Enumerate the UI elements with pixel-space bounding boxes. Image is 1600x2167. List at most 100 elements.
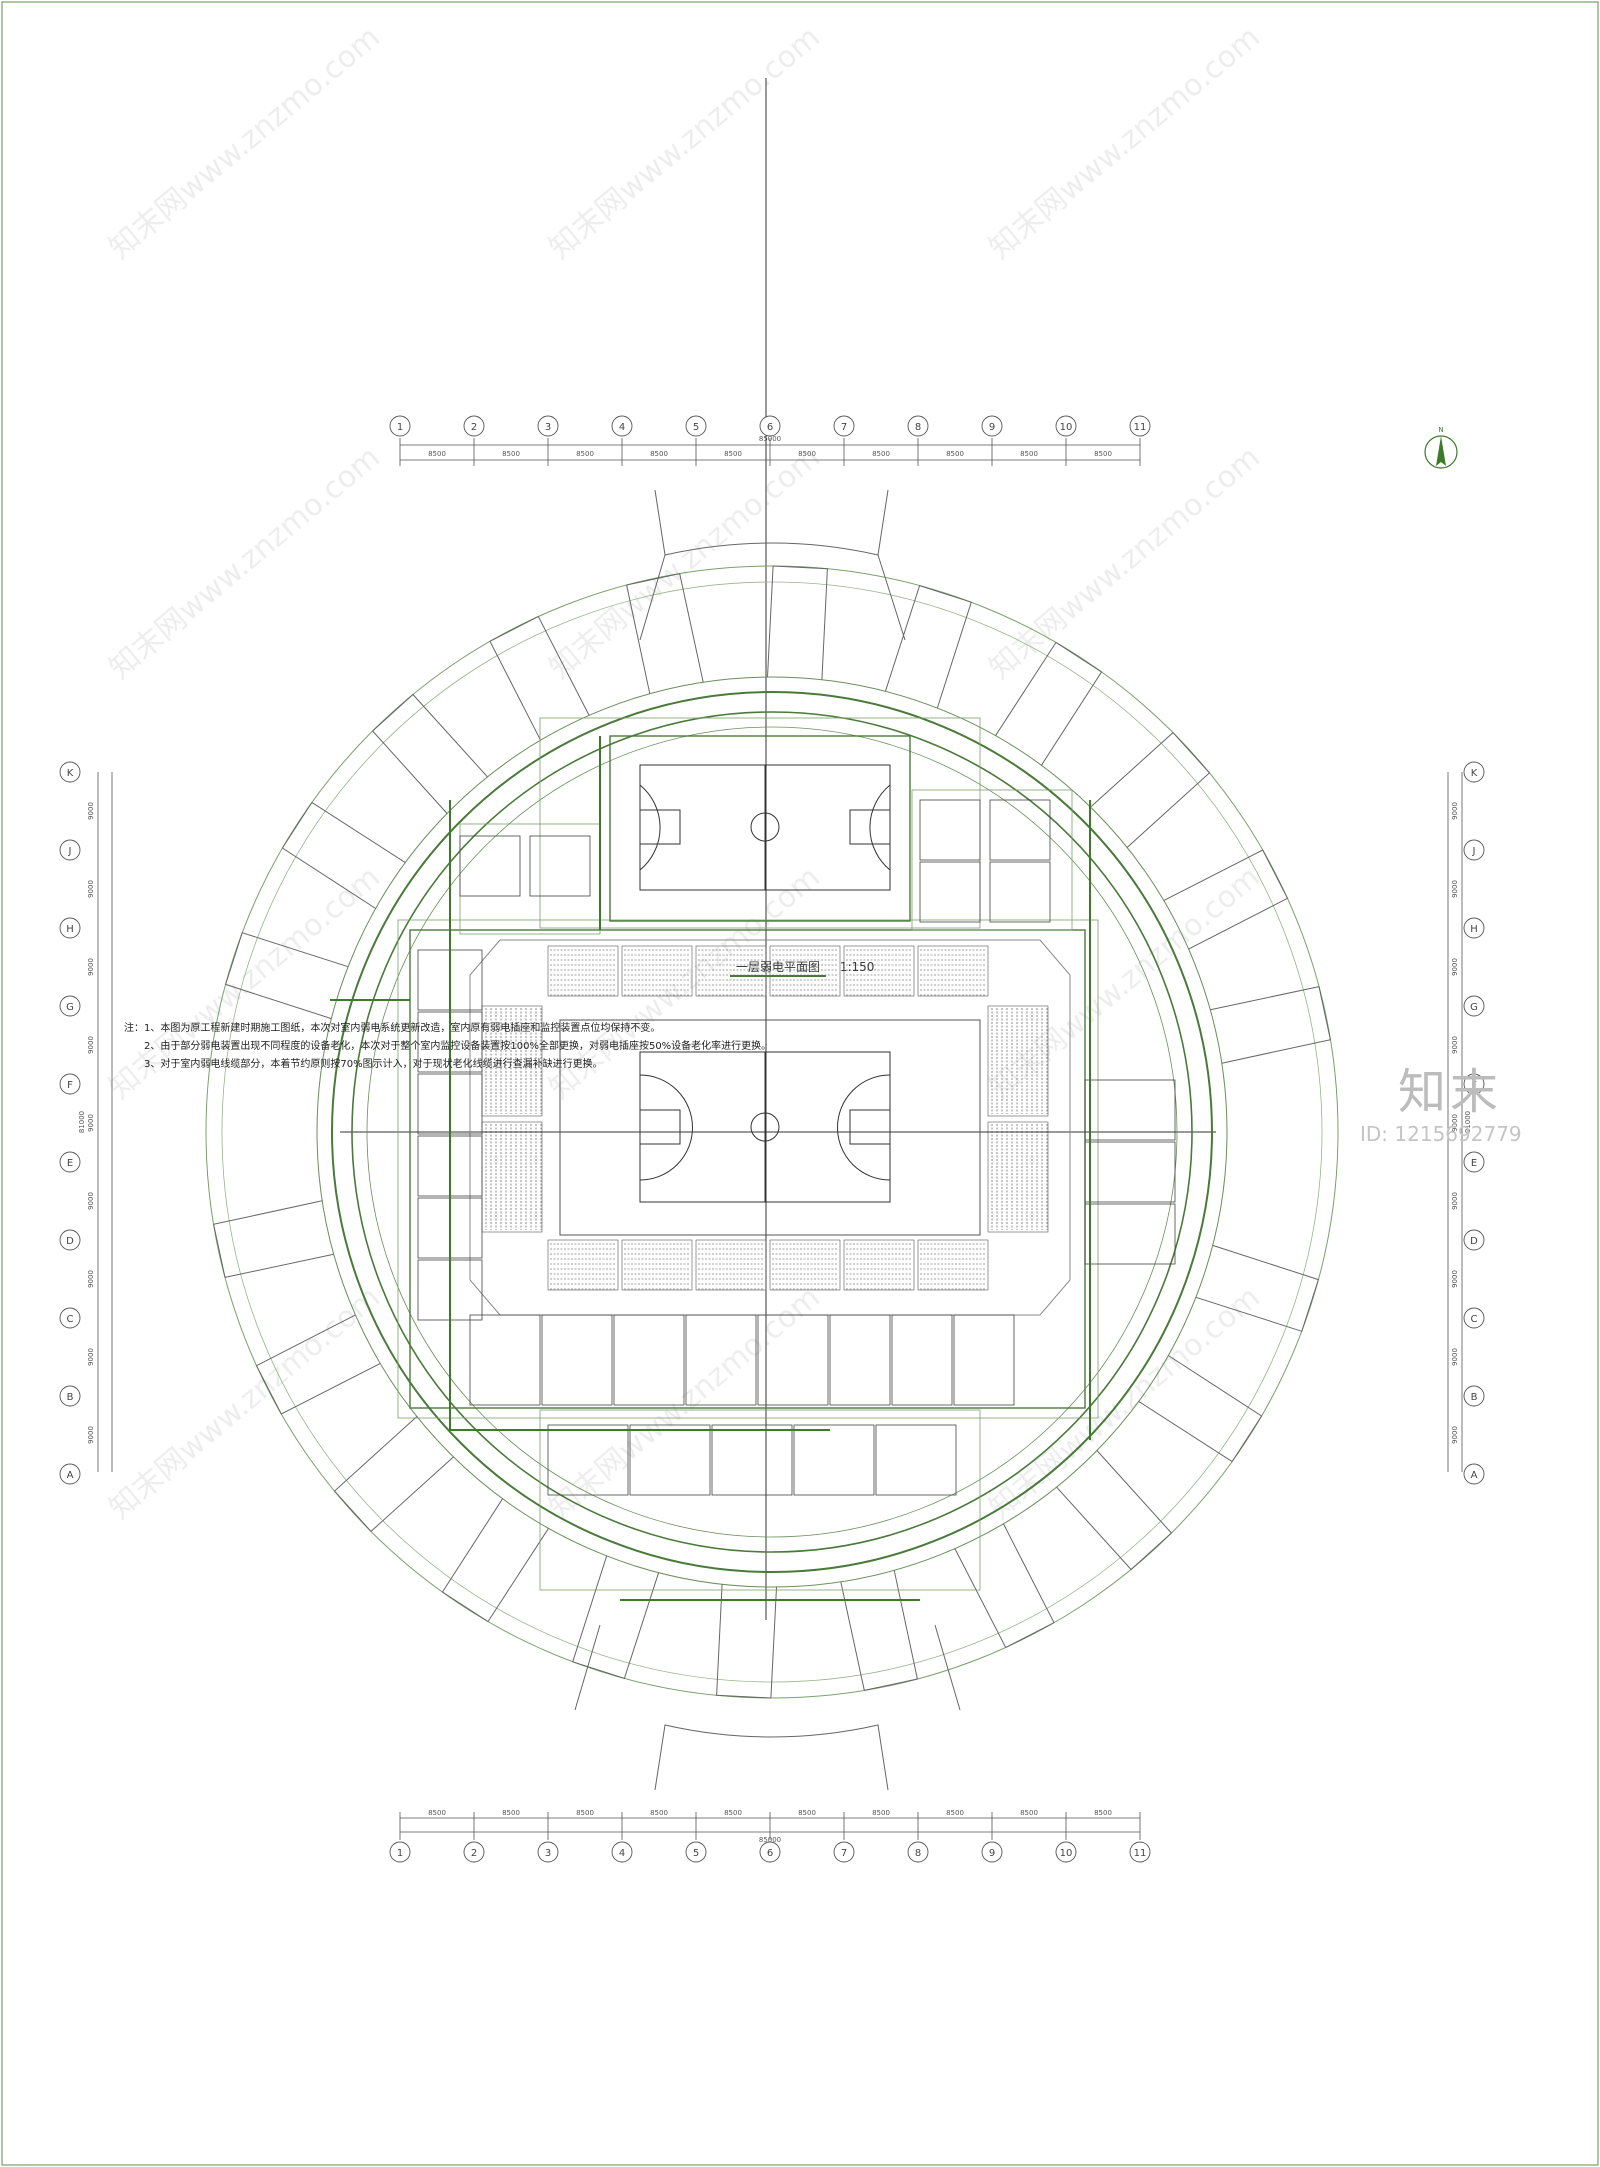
bleacher-block [917, 1239, 989, 1291]
bleacher-block [547, 945, 619, 997]
bleacher-block [843, 945, 915, 997]
grid-column-bubble: 10 [1055, 415, 1077, 437]
perimeter-buttress [995, 641, 1103, 766]
grid-row-bubble: B [59, 1385, 81, 1407]
column-spacing-label: 8500 [576, 1809, 594, 1817]
watermark-text: 知末网www.znzmo.com [983, 1280, 1267, 1526]
watermark-text: 知末网www.znzmo.com [983, 20, 1267, 266]
svg-text:10: 10 [1060, 1848, 1073, 1859]
grid-row-bubble: D [1463, 1229, 1485, 1251]
bleacher-block [917, 945, 989, 997]
row-spacing-label: 9000 [87, 1426, 95, 1444]
row-spacing-label: 9000 [1451, 1192, 1459, 1210]
svg-text:C: C [1471, 1314, 1478, 1325]
note-text: 2、由于部分弱电装置出现不同程度的设备老化，本次对于整个室内监控设备装置按100… [144, 1041, 772, 1052]
perimeter-buttress [1090, 731, 1211, 848]
grid-row-bubble: F [1463, 1073, 1485, 1095]
row-spacing-label: 9000 [1451, 802, 1459, 820]
bleacher-block [843, 1239, 915, 1291]
grid-column-bubble: 4 [611, 1841, 633, 1863]
perimeter-buttress [333, 1416, 454, 1533]
perimeter-buttress [1195, 1244, 1320, 1332]
svg-text:F: F [1471, 1080, 1477, 1091]
room [459, 835, 521, 897]
grid-row-bubble: C [1463, 1307, 1485, 1329]
column-spacing-label: 8500 [1020, 1809, 1038, 1817]
grid-row-bubble: J [1463, 839, 1485, 861]
grid-row-bubble: B [1463, 1385, 1485, 1407]
svg-text:8: 8 [915, 1848, 921, 1859]
main-arena [469, 939, 1071, 1316]
brand-logo: 知末 [1398, 1064, 1503, 1120]
svg-text:6: 6 [767, 1848, 773, 1859]
row-spacing-label: 9000 [87, 1114, 95, 1132]
room [629, 1424, 711, 1496]
svg-text:3: 3 [545, 422, 551, 433]
perimeter-buttress [371, 693, 488, 814]
svg-text:H: H [1470, 924, 1478, 935]
column-spacing-label: 8500 [428, 450, 446, 458]
column-spacing-label: 8500 [946, 450, 964, 458]
top-dimension-ticks [399, 438, 1141, 466]
grid-column-bubble: 10 [1055, 1841, 1077, 1863]
svg-text:F: F [67, 1080, 73, 1091]
row-spacing-label: 9000 [1451, 1036, 1459, 1054]
perimeter-buttress [716, 1584, 777, 1699]
svg-text:4: 4 [619, 1848, 625, 1859]
room [891, 1314, 953, 1406]
grid-row-bubble: A [1463, 1463, 1485, 1485]
perimeter-buttress [572, 1555, 660, 1680]
grid-column-bubble: 3 [537, 1841, 559, 1863]
bleacher-block [695, 1239, 767, 1291]
watermark-text: 知末网www.znzmo.com [103, 1280, 387, 1526]
grid-row-bubble: F [59, 1073, 81, 1095]
grid-column-bubble: 1 [389, 1841, 411, 1863]
svg-text:B: B [1471, 1392, 1478, 1403]
grid-column-bubble: 2 [463, 415, 485, 437]
watermark-text: 知末网www.znzmo.com [103, 20, 387, 266]
column-total-label: 85000 [759, 435, 781, 443]
svg-text:1: 1 [397, 422, 403, 433]
row-spacing-label: 9000 [1451, 1426, 1459, 1444]
perimeter-buttress [884, 584, 972, 709]
row-total-label: 81000 [1464, 1111, 1472, 1133]
svg-text:K: K [1471, 768, 1478, 779]
row-spacing-label: 9000 [87, 958, 95, 976]
note-text: 3、对于室内弱电线缆部分，本着节约原则按70%图示计入，对于现状老化线缆进行查漏… [144, 1059, 603, 1070]
grid-row-bubble: H [59, 917, 81, 939]
watermark-layer: 知末网www.znzmo.com 知末网www.znzmo.com 知末网www.z… [103, 20, 1267, 1526]
svg-text:C: C [67, 1314, 74, 1325]
svg-text:2: 2 [471, 422, 477, 433]
perimeter-buttress [1056, 1450, 1173, 1571]
row-spacing-label: 9000 [1451, 880, 1459, 898]
perimeter-buttress [489, 615, 590, 741]
perimeter-buttress [255, 1314, 381, 1415]
grid-column-bubble: 5 [685, 415, 707, 437]
perimeter-buttress [954, 1523, 1055, 1649]
svg-text:4: 4 [619, 422, 625, 433]
svg-text:H: H [66, 924, 74, 935]
svg-text:9: 9 [989, 422, 995, 433]
room [1084, 1203, 1176, 1265]
svg-text:3: 3 [545, 1848, 551, 1859]
svg-text:A: A [1471, 1470, 1478, 1481]
column-spacing-label: 8500 [1094, 1809, 1112, 1817]
svg-text:A: A [67, 1470, 74, 1481]
bleacher-block [621, 945, 693, 997]
svg-text:J: J [68, 846, 72, 857]
room [793, 1424, 875, 1496]
bleacher-block [481, 1005, 543, 1117]
room [919, 861, 981, 923]
upper-practice-court [639, 764, 891, 891]
watermark-text: 知末网www.znzmo.com [543, 440, 827, 686]
svg-text:7: 7 [841, 1848, 847, 1859]
row-spacing-label: 9000 [87, 1348, 95, 1366]
column-spacing-label: 8500 [872, 450, 890, 458]
perimeter-buttress [224, 932, 349, 1020]
entrance-canopies [574, 489, 961, 1791]
grid-column-bubble: 2 [463, 1841, 485, 1863]
svg-text:1: 1 [397, 1848, 403, 1859]
grid-row-bubble: J [59, 839, 81, 861]
